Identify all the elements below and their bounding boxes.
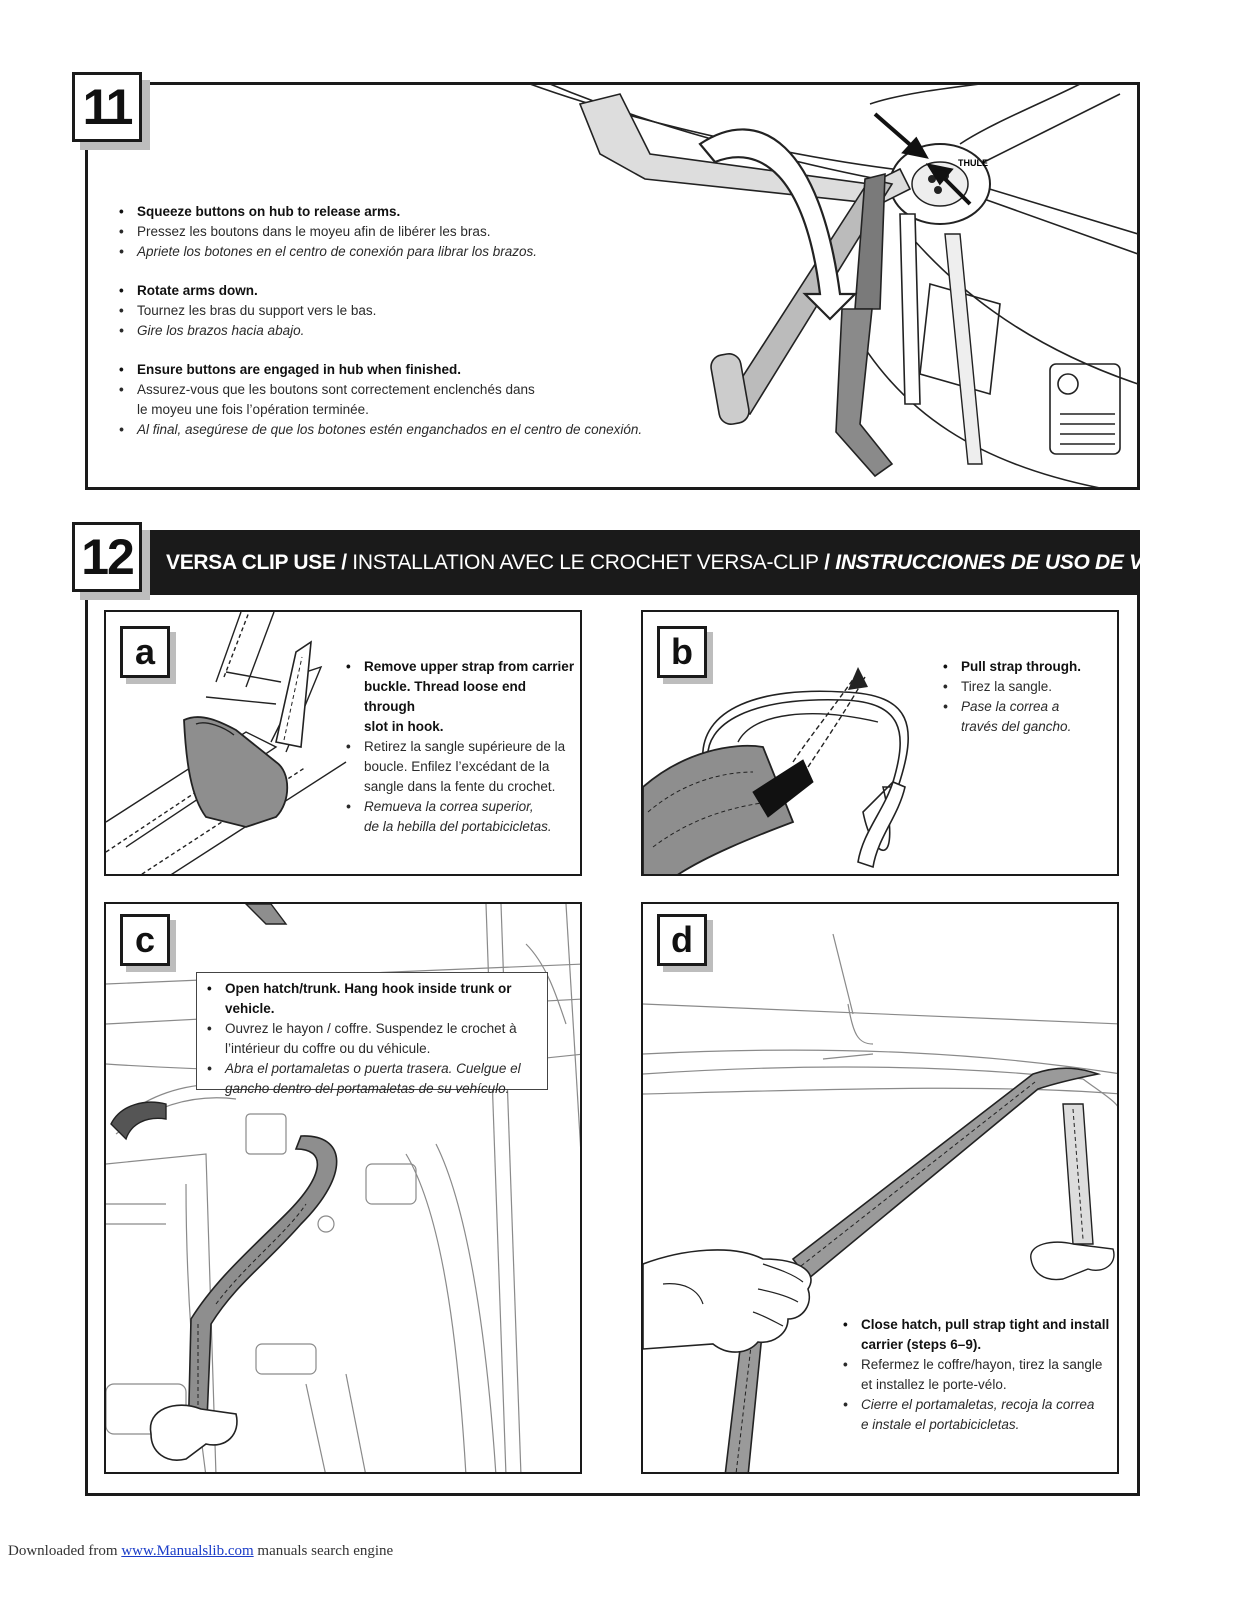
panel-a-letter: a bbox=[120, 626, 170, 678]
panel-c: c Open hatch/trunk. Hang hook inside tru… bbox=[104, 902, 582, 1474]
panel-c-es-line-2: gancho dentro del portamaletas de su veh… bbox=[225, 1081, 510, 1096]
panel-c-fr-line-1: Ouvrez le hayon / coffre. Suspendez le c… bbox=[225, 1021, 517, 1036]
step-11-instruction-1-es: Apriete los botones en el centro de cone… bbox=[115, 242, 675, 262]
step-12-number: 12 bbox=[72, 522, 142, 592]
step-11-number: 11 bbox=[72, 72, 142, 142]
fr-line-2: le moyeu une fois l’opération terminée. bbox=[137, 402, 369, 417]
step-11-instruction-2-fr: Tournez les bras du support vers le bas. bbox=[115, 301, 675, 321]
panel-c-fr: Ouvrez le hayon / coffre. Suspendez le c… bbox=[203, 1019, 543, 1059]
panel-a-en-line-2: buckle. Thread loose end through bbox=[364, 679, 527, 714]
panel-b-instructions: Pull strap through. Tirez la sangle. Pas… bbox=[939, 657, 1117, 737]
panel-b-illustration bbox=[643, 667, 909, 874]
panel-d-fr: Refermez le coffre/hayon, tirez la sangl… bbox=[839, 1355, 1117, 1395]
panel-d-fr-line-2: et installez le porte-vélo. bbox=[861, 1377, 1007, 1392]
panel-a-en: Remove upper strap from carrier buckle. T… bbox=[342, 657, 578, 737]
step-11-instruction-3-en: Ensure buttons are engaged in hub when f… bbox=[115, 360, 675, 380]
panel-a-en-line-3: slot in hook. bbox=[364, 719, 444, 734]
panel-a-fr: Retirez la sangle supérieure de la boucle… bbox=[342, 737, 578, 797]
step-11-instruction-3-es: Al final, asegúrese de que los botones e… bbox=[115, 420, 675, 440]
panel-a-fr-line-1: Retirez la sangle supérieure de la bbox=[364, 739, 566, 754]
step-11-instruction-3-fr: Assurez-vous que les boutons sont correc… bbox=[115, 380, 675, 420]
panel-a-instructions: Remove upper strap from carrier buckle. T… bbox=[342, 657, 578, 837]
panel-b-fr: Tirez la sangle. bbox=[939, 677, 1117, 697]
panel-a-es-line-2: de la hebilla del portabicicletas. bbox=[364, 819, 552, 834]
panel-d-illustration bbox=[643, 933, 1117, 1472]
title-fr: INSTALLATION AVEC LE CROCHET VERSA-CLIP bbox=[352, 550, 819, 574]
panel-c-es: Abra el portamaletas o puerta trasera. C… bbox=[203, 1059, 543, 1099]
panel-b-letter: b bbox=[657, 626, 707, 678]
panel-a-fr-line-2: boucle. Enfilez l’excédant de la bbox=[364, 759, 550, 774]
panel-c-fr-line-2: l’intérieur du coffre ou du véhicule. bbox=[225, 1041, 431, 1056]
step-11-illustration: THULE bbox=[529, 84, 1138, 488]
panel-c-es-line-1: Abra el portamaletas o puerta trasera. C… bbox=[225, 1061, 521, 1076]
panel-a: a Remove upper strap from carrier buckle.… bbox=[104, 610, 582, 876]
panel-c-illustration bbox=[106, 904, 580, 1472]
step-12-title-bar: VERSA CLIP USE / INSTALLATION AVEC LE CR… bbox=[150, 530, 1237, 595]
panel-b-es: Pase la correa a través del gancho. bbox=[939, 697, 1117, 737]
panel-a-illustration bbox=[106, 612, 347, 874]
step-11-instruction-1-fr: Pressez les boutons dans le moyeu afin d… bbox=[115, 222, 675, 242]
hub-logo-text: THULE bbox=[958, 158, 988, 168]
panel-d-letter: d bbox=[657, 914, 707, 966]
panel-d-es-line-1: Cierre el portamaletas, recoja la correa bbox=[861, 1397, 1095, 1412]
footer-suffix: manuals search engine bbox=[253, 1543, 394, 1559]
panel-d-fr-line-1: Refermez le coffre/hayon, tirez la sangl… bbox=[861, 1357, 1103, 1372]
panel-d: d Close hatch, pull strap tight and inst… bbox=[641, 902, 1119, 1474]
title-separator-2: / bbox=[818, 550, 836, 574]
panel-c-letter: c bbox=[120, 914, 170, 966]
panel-b-es-line-1: Pase la correa a bbox=[961, 699, 1060, 714]
panel-a-en-line-1: Remove upper strap from carrier bbox=[364, 659, 575, 674]
panel-b-es-line-2: través del gancho. bbox=[961, 719, 1072, 734]
panel-d-en: Close hatch, pull strap tight and instal… bbox=[839, 1315, 1117, 1355]
panel-d-instructions: Close hatch, pull strap tight and instal… bbox=[839, 1315, 1117, 1435]
footer-prefix: Downloaded from bbox=[8, 1543, 122, 1559]
title-es: INSTRUCCIONES DE USO DE VERSA CLIP bbox=[835, 550, 1237, 574]
step-11-instruction-2-es: Gire los brazos hacia abajo. bbox=[115, 321, 675, 341]
panel-a-fr-line-3: sangle dans la fente du crochet. bbox=[364, 779, 556, 794]
panel-a-es: Remueva la correa superior, de la hebilla… bbox=[342, 797, 578, 837]
panel-b: b Pull strap through. Tirez la sangle. P… bbox=[641, 610, 1119, 876]
panel-c-instructions: Open hatch/trunk. Hang hook inside trunk… bbox=[203, 979, 543, 1099]
title-separator-1: / bbox=[335, 550, 353, 574]
panel-d-es: Cierre el portamaletas, recoja la correa… bbox=[839, 1395, 1117, 1435]
step-11-instructions: Squeeze buttons on hub to release arms. … bbox=[115, 202, 675, 440]
panel-b-en: Pull strap through. bbox=[939, 657, 1117, 677]
panel-c-en: Open hatch/trunk. Hang hook inside trunk… bbox=[203, 979, 543, 1019]
footer: Downloaded from www.Manualslib.com manua… bbox=[8, 1543, 393, 1560]
panel-a-es-line-1: Remueva la correa superior, bbox=[364, 799, 534, 814]
step-11-instruction-1-en: Squeeze buttons on hub to release arms. bbox=[115, 202, 675, 222]
footer-link[interactable]: www.Manualslib.com bbox=[121, 1543, 254, 1559]
fr-line-1: Assurez-vous que les boutons sont correc… bbox=[137, 382, 535, 397]
step-11-instruction-2-en: Rotate arms down. bbox=[115, 281, 675, 301]
panel-d-en-line-2: carrier (steps 6–9). bbox=[861, 1337, 982, 1352]
panel-d-es-line-2: e instale el portabicicletas. bbox=[861, 1417, 1020, 1432]
title-en: VERSA CLIP USE bbox=[166, 550, 336, 574]
panel-d-en-line-1: Close hatch, pull strap tight and instal… bbox=[861, 1317, 1110, 1332]
panel-c-callout: Open hatch/trunk. Hang hook inside trunk… bbox=[196, 972, 548, 1096]
